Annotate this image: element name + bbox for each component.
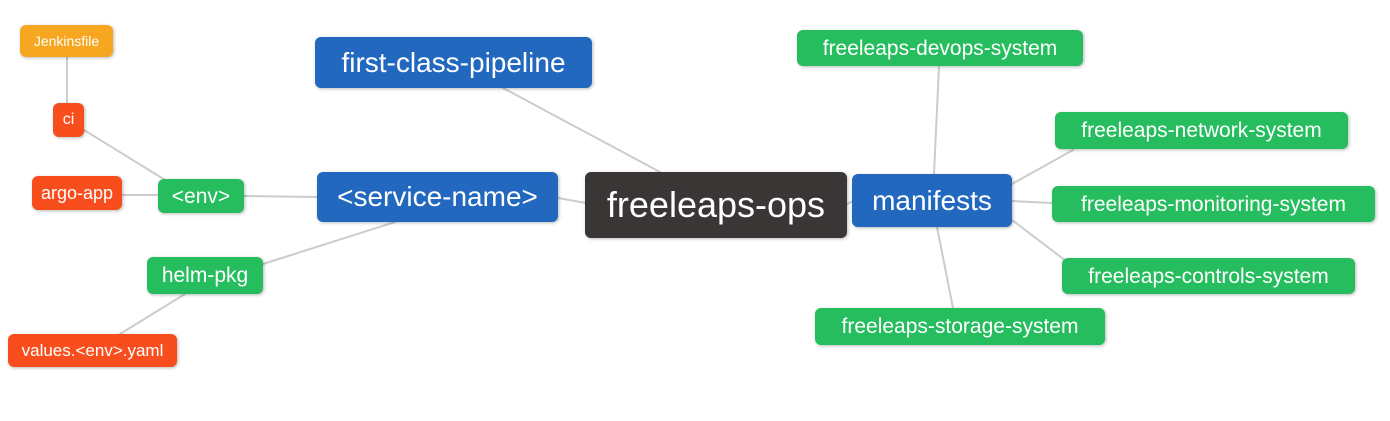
- edge-connector-manifests-to-freeleaps-storage-system: [936, 226, 954, 309]
- node-freeleaps-network-system[interactable]: freeleaps-network-system: [1055, 112, 1348, 149]
- edge-connector-helm-pkg-to-service-name: [262, 221, 396, 265]
- edge-connector-manifests-to-freeleaps-network-system: [1011, 149, 1074, 185]
- node-freeleaps-controls-system[interactable]: freeleaps-controls-system: [1062, 258, 1355, 294]
- edge-connector-manifests-to-freeleaps-devops-system: [933, 65, 940, 175]
- node-freeleaps-monitoring-system[interactable]: freeleaps-monitoring-system: [1052, 186, 1375, 222]
- node-freeleaps-devops-system[interactable]: freeleaps-devops-system: [797, 30, 1083, 66]
- edge-connector-env-to-service-name: [243, 195, 318, 198]
- node-freeleaps-ops[interactable]: freeleaps-ops: [585, 172, 847, 238]
- node-first-class-pipeline[interactable]: first-class-pipeline: [315, 37, 592, 88]
- node-argo-app[interactable]: argo-app: [32, 176, 122, 210]
- node-env[interactable]: <env>: [158, 179, 244, 213]
- edge-connector-service-name-to-freeleaps-ops: [557, 197, 587, 204]
- node-service-name[interactable]: <service-name>: [317, 172, 558, 222]
- edge-connector-values-env-yaml-to-helm-pkg: [119, 293, 186, 335]
- edge-connector-first-class-pipeline-to-freeleaps-ops: [502, 87, 661, 173]
- edge-connector-manifests-to-freeleaps-controls-system: [1011, 219, 1067, 262]
- node-jenkinsfile[interactable]: Jenkinsfile: [20, 25, 113, 57]
- node-freeleaps-storage-system[interactable]: freeleaps-storage-system: [815, 308, 1105, 345]
- node-helm-pkg[interactable]: helm-pkg: [147, 257, 263, 294]
- node-ci[interactable]: ci: [53, 103, 84, 137]
- edge-connector-manifests-to-freeleaps-monitoring-system: [1011, 200, 1053, 204]
- node-manifests[interactable]: manifests: [852, 174, 1012, 227]
- node-values-env-yaml[interactable]: values.<env>.yaml: [8, 334, 177, 367]
